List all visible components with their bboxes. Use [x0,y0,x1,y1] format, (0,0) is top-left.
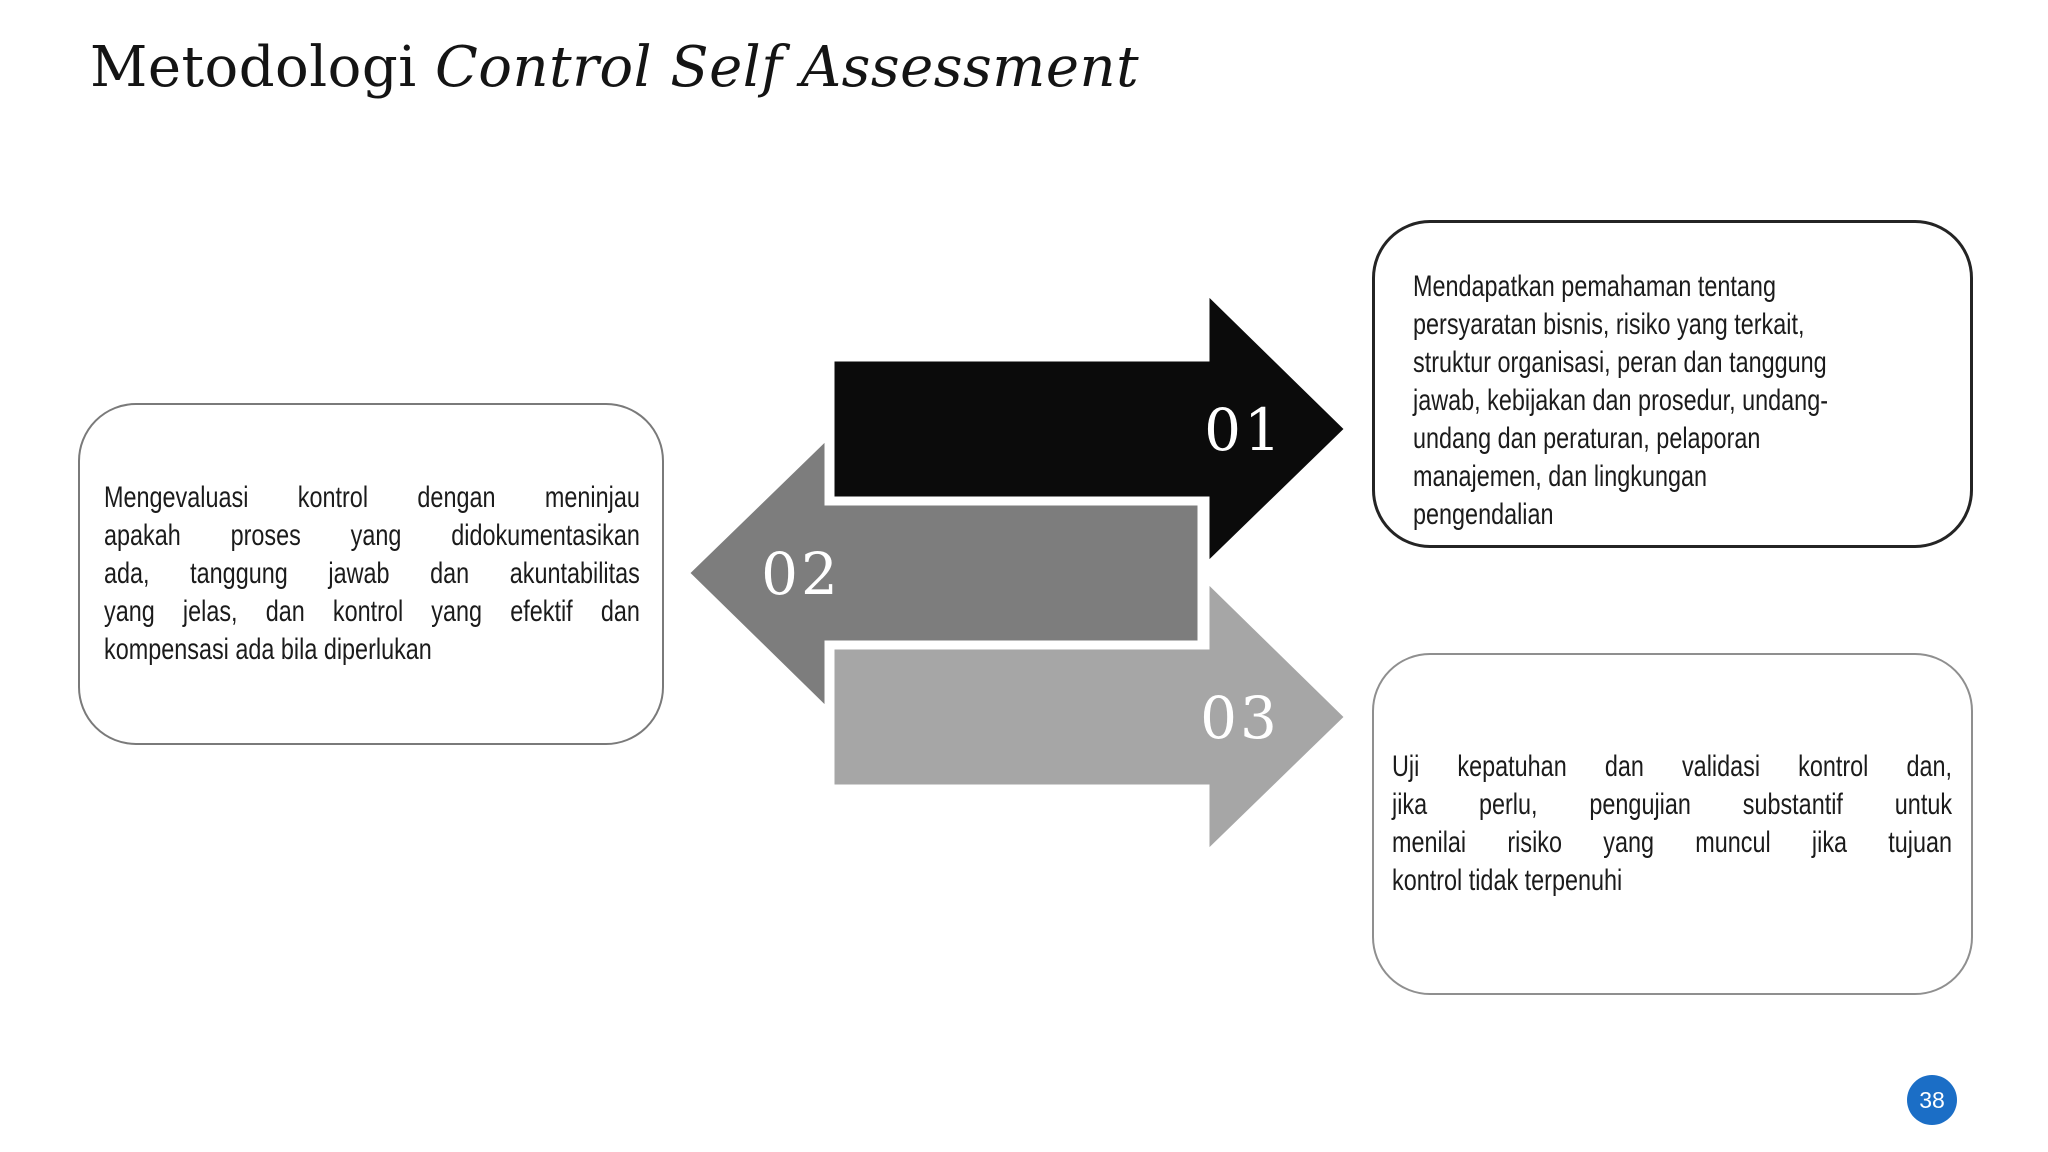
arrow-step1-shape [829,286,1351,571]
title-italic-part: Control Self Assessment [434,35,1140,100]
text-line: kontrol tidak terpenuhi [1392,864,1623,897]
step-02-card [78,403,664,745]
step-03-number: 03 [1200,684,1280,752]
step-01-description: Mendapatkan pemahaman tentang persyaratan… [1413,268,1912,534]
text-line: jika perlu, pengujian substantif untuk [1392,788,1953,821]
arrow-step2-shape [683,431,1203,716]
page-number-badge: 38 [1907,1075,1957,1125]
text-line: jawab, kebijakan dan prosedur, undang- [1413,384,1828,417]
step-02-number: 02 [761,540,841,608]
title-regular-part: Metodologi [90,35,435,100]
text-line: Mengevaluasi kontrol dengan meninjau [104,481,640,514]
arrow-step3-shape [829,574,1351,859]
step-01-card [1372,220,1973,548]
text-line: manajemen, dan lingkungan [1413,460,1708,493]
step-01-number: 01 [1204,396,1284,464]
text-line: struktur organisasi, peran dan tanggung [1413,346,1827,379]
page-title: Metodologi Control Self Assessment [90,36,1139,100]
text-line: ada, tanggung jawab dan akuntabilitas [104,557,640,590]
text-line: persyaratan bisnis, risiko yang terkait, [1413,308,1805,341]
text-line: pengendalian [1413,498,1554,531]
step-03-description: Uji kepatuhan dan validasi kontrol dan, j… [1392,748,1952,900]
text-line: apakah proses yang didokumentasikan [104,519,640,552]
text-line: Uji kepatuhan dan validasi kontrol dan, [1392,750,1953,783]
text-line: kompensasi ada bila diperlukan [104,633,432,666]
page-number: 38 [1919,1086,1945,1113]
text-line: menilai risiko yang muncul jika tujuan [1392,826,1953,859]
text-line: undang dan peraturan, pelaporan [1413,422,1761,455]
step-02-description: Mengevaluasi kontrol dengan meninjau apak… [104,479,640,669]
text-line: Mendapatkan pemahaman tentang [1413,270,1776,303]
step-03-card [1372,653,1973,995]
text-line: yang jelas, dan kontrol yang efektif dan [104,595,640,628]
